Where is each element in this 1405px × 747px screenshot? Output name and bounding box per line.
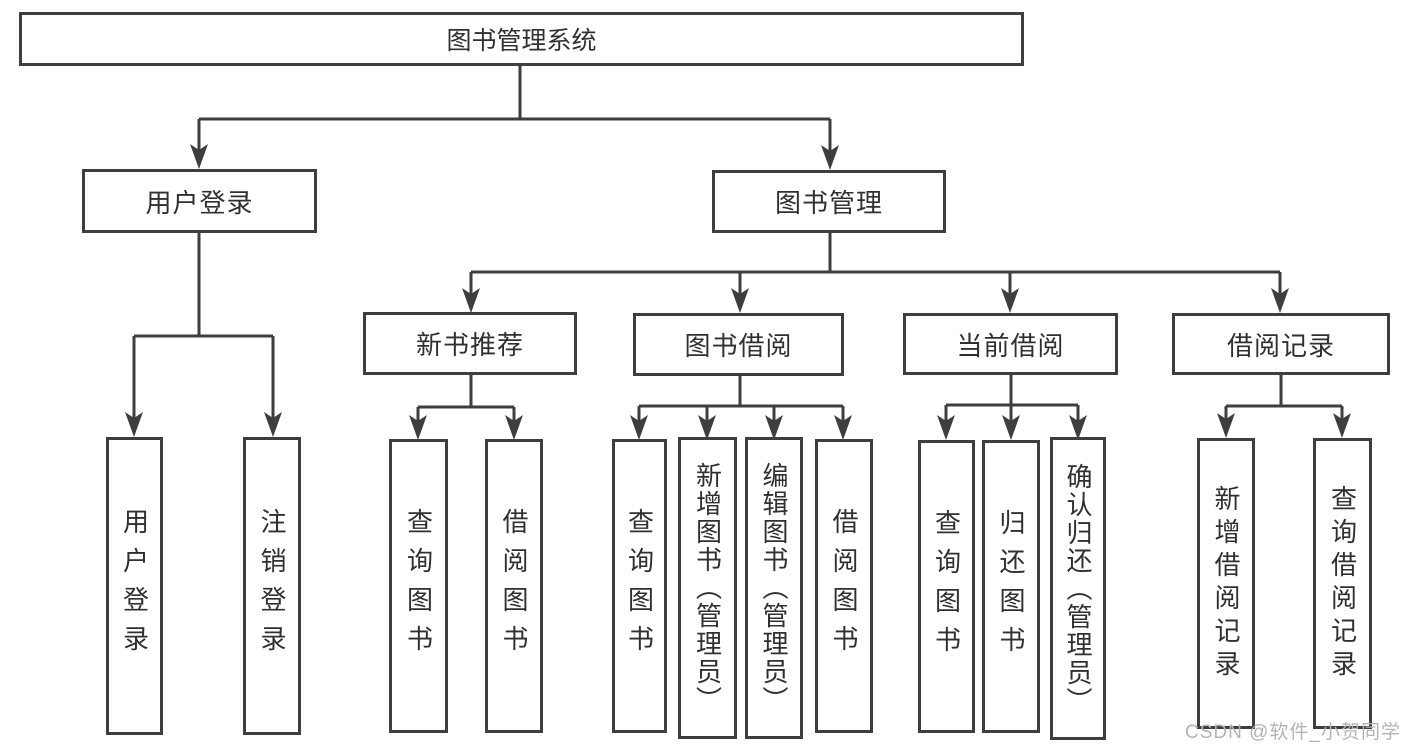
arrow-icon (125, 412, 143, 437)
node-borrowing-records: 借阅记录 (1172, 313, 1390, 375)
leaf-label: 查询图书 (624, 508, 655, 664)
leaf-label: 借阅图书 (829, 508, 859, 664)
leaf-label: 确认归还（管理员） (1063, 462, 1093, 715)
leaf-user-login: 用户登录 (106, 437, 163, 735)
leaf-label: 归还图书 (996, 508, 1026, 665)
node-current-borrowing: 当前借阅 (903, 313, 1118, 375)
leaf-edit-books-admin: 编辑图书（管理员） (745, 437, 803, 739)
connector-lines (132, 66, 1344, 421)
leaf-label: 编辑图书（管理员） (759, 462, 789, 714)
node-label: 当前借阅 (956, 330, 1065, 361)
arrow-icon (264, 412, 282, 437)
leaf-label: 用户登录 (119, 508, 150, 664)
leaf-label: 借阅图书 (499, 508, 529, 664)
node-label: 图书管理系统 (446, 27, 597, 55)
leaf-add-books-admin: 新增图书（管理员） (678, 437, 737, 739)
node-user-login: 用户登录 (82, 169, 317, 233)
node-label: 图书借阅 (684, 331, 793, 361)
leaf-logout: 注销登录 (243, 437, 301, 735)
leaf-confirm-return-admin: 确认归还（管理员） (1050, 437, 1106, 740)
arrow-icon (409, 415, 427, 440)
node-label: 用户登录 (145, 187, 254, 218)
node-library-management-system: 图书管理系统 (19, 12, 1024, 66)
arrow-icon (1333, 413, 1351, 438)
leaf-label: 新增图书（管理员） (692, 462, 723, 714)
arrow-icon (765, 415, 783, 440)
arrow-icon (462, 288, 480, 313)
node-label: 新书推荐 (415, 330, 524, 360)
leaf-label: 新增借阅记录 (1211, 484, 1241, 683)
arrow-icon (1002, 415, 1020, 440)
leaf-borrow-books: 借阅图书 (815, 439, 873, 733)
leaf-label: 注销登录 (257, 508, 287, 664)
leaf-query-books-current: 查询图书 (918, 440, 975, 733)
leaf-label: 查询借阅记录 (1327, 484, 1358, 683)
leaf-query-books-recommend: 查询图书 (389, 439, 448, 733)
arrow-icon (190, 144, 208, 169)
leaf-add-borrow-record: 新增借阅记录 (1197, 438, 1255, 729)
arrow-icon (937, 415, 955, 440)
leaf-borrow-books-recommend: 借阅图书 (485, 439, 543, 733)
arrow-icon (731, 288, 749, 313)
leaf-label: 查询图书 (403, 508, 434, 664)
node-label: 借阅记录 (1226, 330, 1335, 361)
arrow-icon (630, 415, 648, 440)
arrow-icon (834, 415, 852, 440)
leaf-query-borrow-record: 查询借阅记录 (1313, 438, 1372, 729)
leaf-return-books: 归还图书 (982, 440, 1040, 733)
node-book-borrowing: 图书借阅 (633, 313, 844, 376)
csdn-watermark: CSDN @软件_小贺同学 (1185, 722, 1401, 743)
arrow-icon (698, 415, 716, 440)
arrow-icon (1271, 288, 1289, 313)
leaf-query-books-borrowing: 查询图书 (612, 439, 667, 733)
arrow-icon (1069, 415, 1087, 440)
arrowheads (125, 144, 1351, 440)
arrow-icon (1001, 288, 1019, 313)
arrow-icon (1217, 413, 1235, 438)
arrow-icon (821, 145, 839, 170)
arrow-icon (505, 415, 523, 440)
leaf-label: 查询图书 (931, 508, 962, 665)
node-label: 图书管理 (774, 188, 883, 218)
node-book-management: 图书管理 (712, 170, 946, 233)
node-new-book-recommend: 新书推荐 (363, 312, 577, 375)
